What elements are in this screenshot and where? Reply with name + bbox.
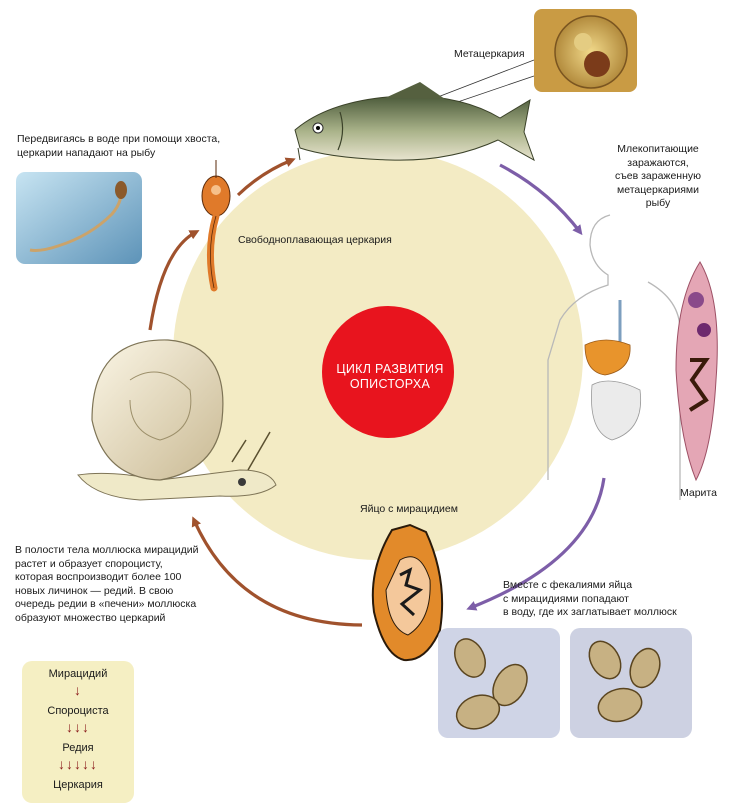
arrow-cercaria-to-fish <box>236 157 296 197</box>
label-free-cercaria: Свободноплавающая церкария <box>238 234 392 246</box>
human-body-illustration <box>547 214 681 500</box>
free-cercaria-illustration <box>201 160 231 292</box>
arrow-snail-to-cercaria <box>148 230 200 331</box>
legend-stage-miracidium: Мирацидий <box>48 668 108 680</box>
egg-photo-right <box>570 628 692 738</box>
label-cercaria-attack: Передвигаясь в воде при помощи хвоста, ц… <box>17 133 221 159</box>
arrow-mammal-to-egg <box>466 477 606 611</box>
label-marita: Марита <box>680 487 717 499</box>
legend-arrows-3: ↓↓↓↓↓ <box>58 756 98 772</box>
metacercaria-photo <box>534 9 637 92</box>
arrow-egg-to-snail <box>191 516 363 627</box>
marita-illustration <box>675 261 718 482</box>
development-stages-legend: Мирацидий ↓ Спороциста ↓↓↓ Редия ↓↓↓↓↓ Ц… <box>22 661 134 803</box>
fish-illustration <box>294 82 535 162</box>
legend-arrows-2: ↓↓↓ <box>66 719 90 735</box>
legend-arrows-1: ↓ <box>74 682 82 698</box>
label-metacercaria: Метацеркария <box>454 48 525 60</box>
cycle-title: ЦИКЛ РАЗВИТИЯ ОПИСТОРХА <box>336 362 444 391</box>
center-circle <box>322 306 454 438</box>
label-mollusk-text: В полости тела моллюска мирацидий растет… <box>15 544 199 624</box>
legend-stage-redia: Редия <box>62 742 94 754</box>
legend-stage-sporocyst: Спороциста <box>47 705 109 717</box>
snail-illustration <box>77 339 277 501</box>
cercaria-photo <box>16 172 142 264</box>
arrow-fish-to-mammal <box>499 163 583 236</box>
label-eggs-water: Вместе с фекалиями яйца с мирацидиями по… <box>503 579 677 618</box>
metacercaria-pointer-1 <box>429 59 535 101</box>
label-egg-miracidium: Яйцо с мирацидием <box>360 503 458 515</box>
legend-stage-cercaria: Церкария <box>53 779 103 791</box>
egg-illustration <box>371 523 444 662</box>
label-mammals: Млекопитающие заражаются, съев зараженну… <box>614 143 702 209</box>
egg-photo-left <box>438 628 560 738</box>
